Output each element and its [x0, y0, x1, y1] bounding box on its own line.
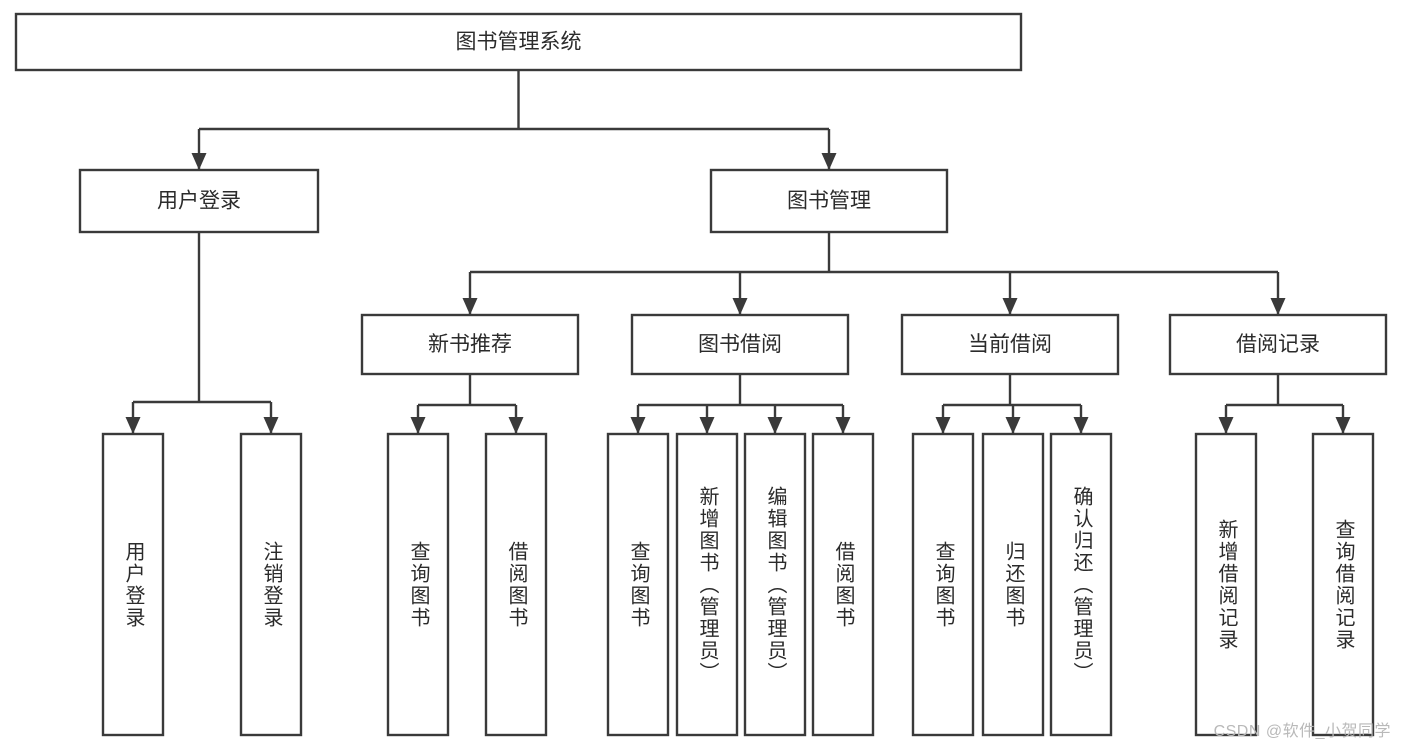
- node-box-l-nb-borrow[interactable]: [484, 432, 548, 737]
- node-box-l-cu-query[interactable]: [911, 432, 975, 737]
- node-box-n-current[interactable]: [900, 313, 1120, 376]
- node-label-n-bookmgr: 图书管理: [787, 190, 871, 213]
- connector-group-bus-bookmgr: [462, 232, 1286, 315]
- node-box-l-nb-query[interactable]: [386, 432, 450, 737]
- node-box-n-borrow[interactable]: [630, 313, 850, 376]
- node-box-root[interactable]: [14, 12, 1023, 72]
- node-box-l-bo-query[interactable]: [606, 432, 670, 737]
- connector-group-bus-current: [935, 374, 1089, 434]
- node-box-l-bo-add[interactable]: [675, 432, 739, 737]
- node-label-n-newbook: 新书推荐: [428, 333, 512, 356]
- node-box-l-cu-return[interactable]: [981, 432, 1045, 737]
- node-box-layer: [14, 12, 1388, 737]
- node-label-n-record: 借阅记录: [1236, 333, 1320, 356]
- node-box-n-bookmgr[interactable]: [709, 168, 949, 234]
- node-label-root: 图书管理系统: [456, 31, 582, 54]
- node-label-n-current: 当前借阅: [968, 333, 1052, 356]
- node-box-l-user-login[interactable]: [101, 432, 165, 737]
- node-box-l-bo-edit[interactable]: [743, 432, 807, 737]
- connector-group-bus-borrow: [630, 374, 851, 434]
- node-box-n-login[interactable]: [78, 168, 320, 234]
- connector-group-bus-login: [125, 232, 279, 434]
- node-box-l-bo-borrow[interactable]: [811, 432, 875, 737]
- node-box-l-rc-query[interactable]: [1311, 432, 1375, 737]
- connector-layer: [125, 70, 1351, 434]
- connector-group-bus-newbook: [410, 374, 524, 434]
- node-box-l-rc-add[interactable]: [1194, 432, 1258, 737]
- node-box-l-user-logout[interactable]: [239, 432, 303, 737]
- node-box-l-cu-confirm[interactable]: [1049, 432, 1113, 737]
- node-label-n-borrow: 图书借阅: [698, 333, 782, 356]
- node-box-n-record[interactable]: [1168, 313, 1388, 376]
- watermark-text: CSDN @软件_小贺同学: [1213, 723, 1391, 740]
- node-label-n-login: 用户登录: [157, 190, 241, 213]
- connector-group-bus-root: [191, 70, 837, 170]
- node-box-n-newbook[interactable]: [360, 313, 580, 376]
- connector-group-bus-record: [1218, 374, 1351, 434]
